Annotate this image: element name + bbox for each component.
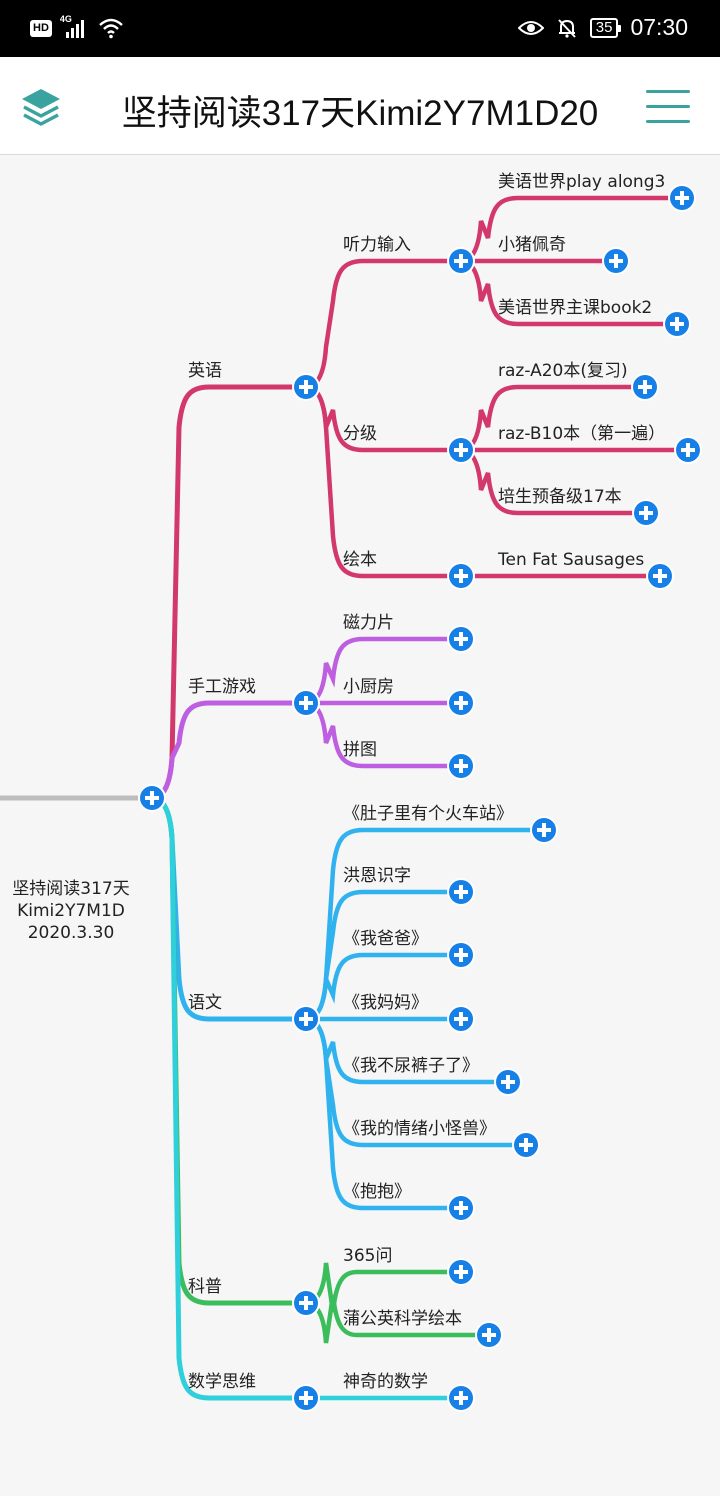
expand-branch-button[interactable] [294, 1291, 318, 1315]
expand-node-button[interactable] [449, 1196, 473, 1220]
expand-node-button[interactable] [449, 1260, 473, 1284]
layers-icon [22, 89, 60, 126]
leaf-label[interactable]: Ten Fat Sausages [498, 550, 645, 570]
expand-node-button[interactable] [449, 438, 473, 462]
subtopic-label[interactable]: 365问 [343, 1246, 393, 1266]
clock: 07:30 [630, 14, 688, 40]
branch-label[interactable]: 英语 [188, 361, 222, 381]
expand-node-button[interactable] [648, 564, 672, 588]
expand-node-button[interactable] [449, 1007, 473, 1031]
mute-bell-icon [558, 18, 576, 38]
branch-label[interactable]: 手工游戏 [188, 677, 256, 697]
expand-branch-button[interactable] [294, 691, 318, 715]
leaf-label[interactable]: 美语世界主课book2 [498, 298, 653, 318]
subtopic-label[interactable]: 《我不尿裤子了》 [343, 1056, 479, 1076]
branch-label[interactable]: 数学思维 [188, 1372, 256, 1392]
cellular-signal-icon: 4G [59, 14, 90, 40]
expand-node-button[interactable] [477, 1323, 501, 1347]
app-bar: 坚持阅读317天Kimi2Y7M1D20 [0, 57, 720, 155]
hamburger-menu-button[interactable] [646, 90, 692, 124]
subtopic-label[interactable]: 洪恩识字 [343, 866, 411, 886]
subtopic-label[interactable]: 绘本 [343, 550, 377, 570]
mindmap-canvas[interactable]: 坚持阅读317天 Kimi2Y7M1D 2020.3.30 英语 听力输入 美语世界p… [0, 155, 720, 1496]
subtopic-label[interactable]: 磁力片 [343, 613, 394, 633]
expand-node-button[interactable] [449, 943, 473, 967]
layers-button[interactable] [18, 85, 64, 129]
page-title: 坚持阅读317天Kimi2Y7M1D20 [121, 94, 599, 133]
subtopic-label[interactable]: 《抱抱》 [343, 1182, 411, 1202]
network-type-label: 4G [59, 14, 72, 24]
expand-node-button[interactable] [449, 627, 473, 651]
expand-node-button[interactable] [449, 1386, 473, 1410]
leaf-label[interactable]: 美语世界play along3 [498, 172, 666, 192]
subtopic-label[interactable]: 神奇的数学 [343, 1372, 428, 1392]
expand-node-button[interactable] [665, 312, 689, 336]
battery-icon: 35 [589, 17, 622, 38]
expand-node-button[interactable] [496, 1070, 520, 1094]
subtopic-label[interactable]: 《我妈妈》 [343, 993, 428, 1013]
expand-node-button[interactable] [449, 754, 473, 778]
expand-node-button[interactable] [514, 1133, 538, 1157]
eye-icon [517, 20, 544, 35]
leaf-label[interactable]: 培生预备级17本 [498, 487, 622, 507]
hd-icon: HD [30, 19, 52, 37]
expand-node-button[interactable] [449, 564, 473, 588]
expand-node-button[interactable] [634, 501, 658, 525]
expand-branch-button[interactable] [294, 375, 318, 399]
subtopic-label[interactable]: 听力输入 [343, 235, 411, 255]
subtopic-label[interactable]: 《我的情绪小怪兽》 [343, 1119, 496, 1139]
expand-node-button[interactable] [670, 186, 694, 210]
expand-branch-button[interactable] [294, 1007, 318, 1031]
expand-node-button[interactable] [449, 691, 473, 715]
branch-label[interactable]: 语文 [188, 993, 222, 1013]
root-node-label[interactable]: 坚持阅读317天 Kimi2Y7M1D 2020.3.30 [12, 879, 130, 943]
expand-node-button[interactable] [633, 375, 657, 399]
status-bar: HD 4G 35 07:30 [0, 0, 720, 57]
expand-node-button[interactable] [449, 249, 473, 273]
root-expand-button[interactable] [140, 786, 164, 810]
expand-node-button[interactable] [449, 880, 473, 904]
leaf-label[interactable]: raz-B10本（第一遍） [498, 424, 666, 444]
expand-node-button[interactable] [676, 438, 700, 462]
subtopic-label[interactable]: 拼图 [343, 740, 377, 760]
wifi-icon [99, 18, 123, 39]
expand-node-button[interactable] [604, 249, 628, 273]
branch-label[interactable]: 科普 [188, 1277, 222, 1297]
expand-node-button[interactable] [532, 818, 556, 842]
leaf-label[interactable]: 小猪佩奇 [498, 235, 566, 255]
subtopic-label[interactable]: 小厨房 [343, 677, 394, 697]
subtopic-label[interactable]: 分级 [343, 424, 377, 444]
leaf-label[interactable]: raz-A20本(复习) [498, 361, 628, 381]
subtopic-label[interactable]: 《肚子里有个火车站》 [343, 804, 513, 824]
subtopic-label[interactable]: 蒲公英科学绘本 [343, 1309, 462, 1329]
subtopic-label[interactable]: 《我爸爸》 [343, 929, 428, 949]
expand-branch-button[interactable] [294, 1386, 318, 1410]
